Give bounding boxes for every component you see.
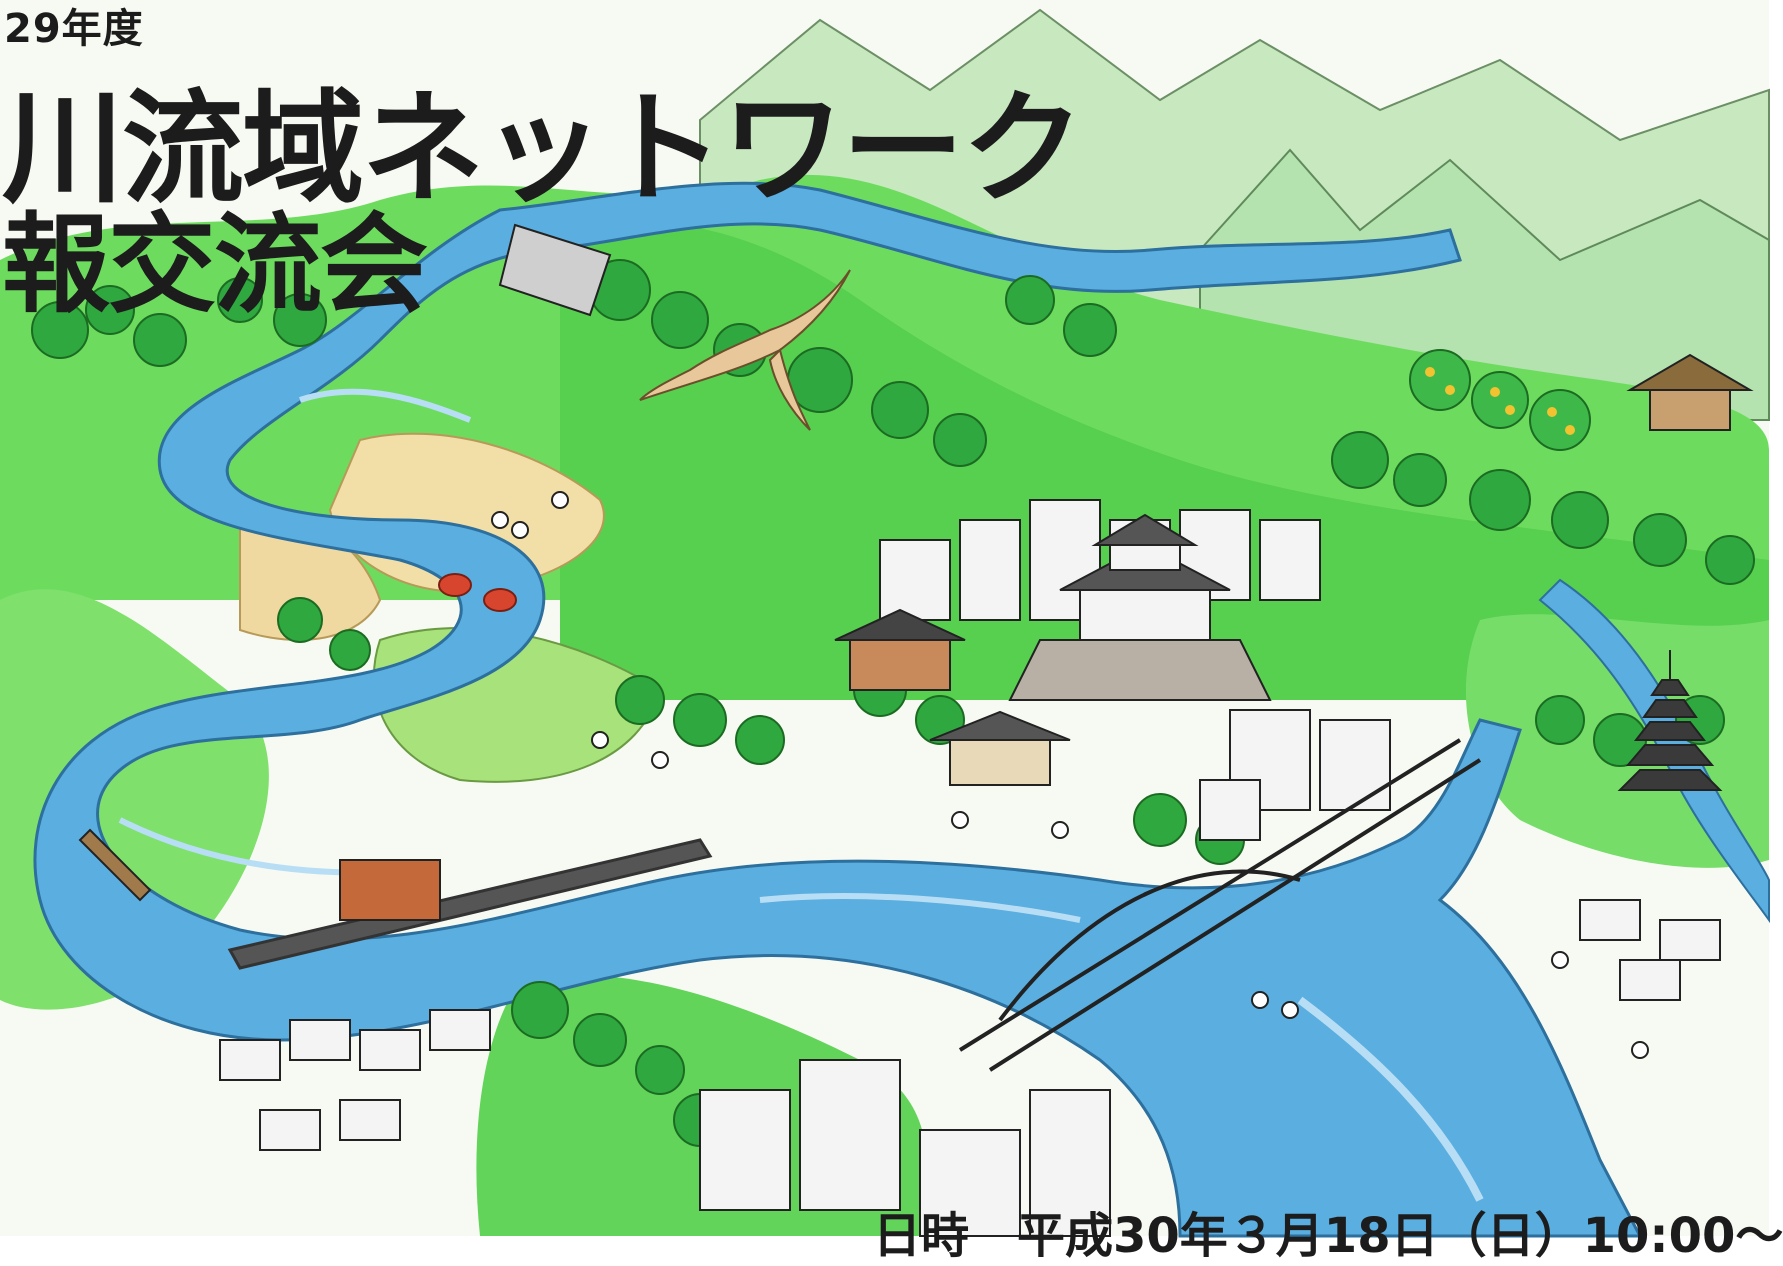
castle	[1008, 513, 1272, 701]
fishing-boat	[78, 828, 152, 902]
town-buildings	[699, 499, 1391, 1237]
orange-trees	[1409, 349, 1591, 451]
event-date-line: 日時 平成30年３月18日（日）10:00～	[873, 1208, 1783, 1264]
poster-title-line-1: 川流域ネットワーク	[2, 78, 1084, 220]
hawk	[639, 269, 851, 431]
poster-title-line-2: 報交流会	[2, 203, 428, 328]
crabs	[438, 573, 517, 612]
people	[491, 491, 1649, 1059]
village-houses	[219, 899, 1721, 1151]
tree-clusters	[31, 259, 1755, 1185]
dam	[498, 223, 612, 317]
river	[33, 181, 1770, 1238]
temple-buildings	[834, 353, 1754, 786]
railway-bridge	[227, 838, 713, 970]
oranges	[1425, 367, 1575, 435]
river-basin-illustration	[0, 8, 1770, 1238]
five-storey-pagoda	[1617, 650, 1723, 791]
arch-bridge	[958, 738, 1482, 1072]
fiscal-year-label: 29年度	[4, 6, 144, 52]
